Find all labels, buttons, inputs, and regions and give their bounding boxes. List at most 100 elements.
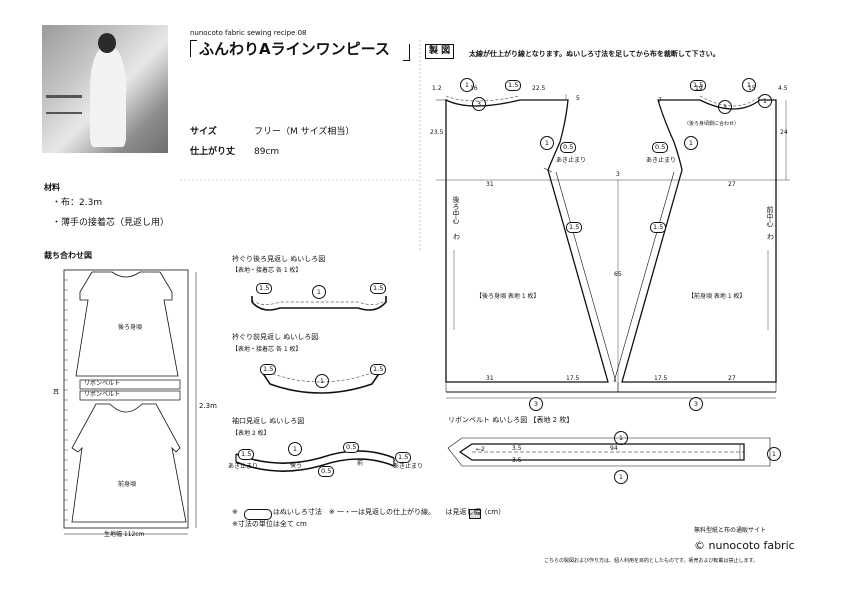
front-dim-27-top: 27 bbox=[728, 181, 736, 188]
model-head bbox=[98, 33, 116, 53]
center-dim-65: 65 bbox=[614, 271, 622, 278]
materials-title: 材料 bbox=[44, 183, 60, 192]
bench bbox=[46, 95, 82, 114]
title-bracket-right bbox=[403, 44, 410, 61]
layout-back-body: 後ろ身頃 bbox=[118, 324, 143, 331]
back-facing-width-1: 1 bbox=[540, 136, 554, 150]
front-sa-shoulder-top: 1 bbox=[742, 78, 756, 92]
layout-ribbon-1: リボンベルト bbox=[84, 380, 121, 387]
front-center-label: 前中心 bbox=[766, 206, 774, 227]
front-align-note: （後ろ身頃側に合わせ） bbox=[684, 121, 740, 127]
back-bodice-pattern bbox=[436, 94, 619, 399]
material-fabric: ・布：2.3m bbox=[52, 198, 103, 208]
front-dim-7: 7 bbox=[658, 97, 662, 104]
layout-front-body: 前身頃 bbox=[118, 481, 137, 488]
layout-ear: 耳 bbox=[53, 389, 60, 396]
ribbon-dim-35-top: 3.5 bbox=[512, 445, 522, 452]
back-dim-235: 23.5 bbox=[430, 129, 444, 136]
layout-length: 2.3m bbox=[199, 402, 217, 410]
layout-title: 裁ち合わせ図 bbox=[44, 251, 92, 260]
dress-figure bbox=[90, 47, 126, 147]
page-title: ふんわりAラインワンピース bbox=[199, 40, 390, 58]
front-sa-hem: 3 bbox=[689, 397, 703, 411]
back-piece-label: 【後ろ身頃 表地 1 枚】 bbox=[476, 293, 540, 300]
center-dim-3: 3 bbox=[616, 171, 620, 178]
layout-width: 生地幅 112cm bbox=[104, 531, 145, 538]
back-facing-sa-right: 1.5 bbox=[370, 283, 387, 294]
back-facing-sa-center: 1 bbox=[312, 285, 326, 299]
front-dim-27-bottom: 27 bbox=[728, 375, 736, 382]
back-facing-width-3: 3 bbox=[472, 97, 486, 111]
back-dim-16: 16 bbox=[470, 85, 478, 92]
sleeve-akidome-left: あき止まり bbox=[228, 463, 259, 470]
front-facing-sa-center: 1 bbox=[315, 374, 329, 388]
size-value: フリー（M サイズ相当） bbox=[254, 127, 355, 137]
ribbon-title: リボンベルト ぬいしろ図 【表地 2 枚】 bbox=[448, 416, 574, 424]
sleeve-facing-sa-left: 1.5 bbox=[238, 449, 255, 460]
back-facing-shape bbox=[251, 296, 387, 311]
sleeve-facing-sa-top: 1 bbox=[288, 442, 302, 456]
back-sa-shoulder-top: 1 bbox=[460, 78, 474, 92]
instruction-text: 太線が仕上がり線となります。ぬいしろ寸法を足してから布を裁断して下さい。 bbox=[469, 50, 720, 58]
front-dim-45: 4.5 bbox=[778, 85, 788, 92]
layout-fabric bbox=[63, 269, 197, 535]
front-facing-sa-left: 1.5 bbox=[260, 364, 277, 375]
size-label: サイズ bbox=[190, 127, 217, 137]
recipe-label: nunocoto fabric sewing recipe 08 bbox=[190, 29, 307, 37]
title-bracket-left bbox=[190, 40, 197, 57]
ribbon-dim-94: 94 bbox=[610, 445, 618, 452]
footer-site: 無料型紙と布の通販サイト bbox=[694, 527, 767, 534]
legend-oval-symbol bbox=[244, 509, 272, 520]
back-sa-shoulder: 1.5 bbox=[505, 80, 522, 91]
back-dim-5: 5 bbox=[576, 95, 580, 102]
sleeve-facing-sub: 【表地 2 枚】 bbox=[232, 430, 270, 437]
ribbon-dim-2: ←2 bbox=[476, 446, 485, 453]
front-dim-19: 19 bbox=[695, 85, 703, 92]
back-akidome: あき止まり bbox=[556, 157, 587, 164]
front-sa-shoulder: 1.5 bbox=[690, 80, 707, 91]
legend-line-2: ※寸法の単位は全て cm bbox=[232, 520, 307, 528]
sleeve-back-label: 後ろ bbox=[290, 462, 303, 469]
front-facing-armhole-1: 1 bbox=[684, 136, 698, 150]
length-value: 89cm bbox=[254, 147, 280, 157]
front-piece-label: 【前身頃 表地 1 枚】 bbox=[688, 293, 746, 300]
back-dim-225: 22.5 bbox=[532, 85, 546, 92]
footer-notice: こちらの製図および作り方は、個人利用を目的としたものです。販売および転載は禁止し… bbox=[544, 558, 759, 564]
front-sa-armhole: 0.5 bbox=[652, 142, 669, 153]
back-dim-31-top: 31 bbox=[486, 181, 494, 188]
material-interfacing: ・薄手の接着芯（見返し用） bbox=[52, 218, 170, 228]
front-facing-width-1: 1 bbox=[758, 94, 772, 108]
back-sa-side: 1.5 bbox=[566, 222, 583, 233]
sleeve-facing-shape bbox=[235, 450, 395, 472]
legend-line-1: ※ はぬいしろ寸法 ※ 一・一は見返しの仕上がり線。 は見返し幅（cm） bbox=[232, 508, 506, 516]
front-dim-175: 17.5 bbox=[654, 375, 668, 382]
back-facing-sa-left: 1.5 bbox=[256, 283, 273, 294]
sleeve-akidome-right: あき止まり bbox=[393, 463, 424, 470]
back-sa-armhole: 0.5 bbox=[560, 142, 577, 153]
back-dim-31-bottom: 31 bbox=[486, 375, 494, 382]
ribbon-sa-right: 1 bbox=[767, 447, 781, 461]
back-wa-label: わ bbox=[453, 233, 460, 241]
back-facing-sub: 【表地・接着芯 各 1 枚】 bbox=[232, 267, 302, 274]
ribbon-dim-35-bottom: 3.5 bbox=[512, 457, 522, 464]
front-facing-width-3: 3 bbox=[718, 100, 732, 114]
front-wa-label: わ bbox=[767, 233, 774, 241]
back-dim-12: 1.2 bbox=[432, 85, 442, 92]
ribbon-sa-top: 1 bbox=[614, 431, 628, 445]
front-sa-side: 1.5 bbox=[650, 222, 667, 233]
front-akidome: あき止まり bbox=[646, 157, 677, 164]
sleeve-facing-title: 袖口見返し ぬいしろ図 bbox=[232, 417, 305, 425]
front-facing-sa-right: 1.5 bbox=[370, 364, 387, 375]
legend-box-symbol bbox=[469, 509, 481, 519]
sleeve-facing-sa-right: 1.5 bbox=[395, 452, 412, 463]
front-dim-24: 24 bbox=[780, 129, 788, 136]
layout-ribbon-2: リボンベルト bbox=[84, 391, 121, 398]
footer-brand: © nunocoto fabric bbox=[694, 539, 795, 552]
ribbon-belt-pattern bbox=[447, 437, 771, 467]
front-facing-sub: 【表地・接着芯 各 1 枚】 bbox=[232, 346, 302, 353]
sleeve-front-label: 前 bbox=[357, 460, 364, 467]
length-label: 仕上がり丈 bbox=[190, 147, 236, 157]
seizu-label: 製 図 bbox=[425, 44, 455, 59]
sleeve-facing-sa-bottom: 0.5 bbox=[318, 466, 335, 477]
